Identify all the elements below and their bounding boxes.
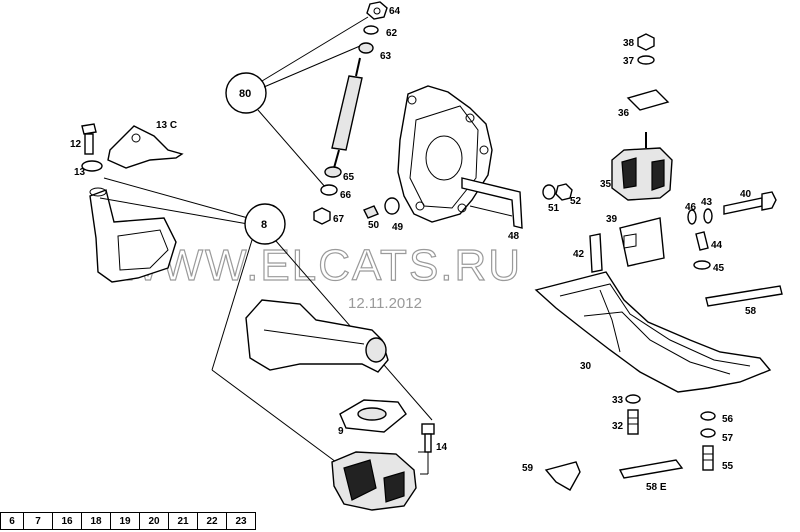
washer-46 <box>687 209 697 225</box>
plate-42 <box>589 233 603 273</box>
label-13: 13 <box>74 167 86 178</box>
nut-64 <box>366 1 388 20</box>
label-42: 42 <box>573 249 585 260</box>
label-52: 52 <box>570 196 582 207</box>
nut-67 <box>313 207 331 225</box>
label-44: 44 <box>711 240 723 251</box>
strip-58 <box>705 285 783 307</box>
label-51: 51 <box>548 203 560 214</box>
label-66: 66 <box>340 190 352 201</box>
lower-bolts-group: 33 32 56 57 55 59 58 E <box>522 394 734 493</box>
plate-58e <box>618 459 684 479</box>
label-30: 30 <box>580 361 592 372</box>
label-48: 48 <box>508 231 520 242</box>
rear-mount-group: 38 37 36 35 40 46 43 39 42 44 45 58 <box>573 33 783 317</box>
crossmember-30: 30 <box>534 271 772 393</box>
watermark-text: WWW.ELCATS.RU <box>118 241 522 290</box>
nut-38 <box>637 33 655 51</box>
tab-2[interactable]: 16 <box>52 512 82 530</box>
label-59: 59 <box>522 463 534 474</box>
label-32: 32 <box>612 421 624 432</box>
tab-3[interactable]: 18 <box>81 512 111 530</box>
bolt-14 <box>421 423 435 435</box>
bolt-55 <box>702 445 714 471</box>
washer-57 <box>700 428 716 438</box>
label-12: 12 <box>70 139 82 150</box>
label-9: 9 <box>338 426 344 437</box>
label-56: 56 <box>722 414 734 425</box>
bushing-50 <box>363 205 379 219</box>
plate-36 <box>626 89 670 111</box>
callout-80: 80 <box>239 88 251 100</box>
shock-absorber-group: 80 64 62 63 65 66 67 <box>225 1 401 225</box>
label-58e: 58 E <box>646 482 667 493</box>
label-58: 58 <box>745 306 757 317</box>
label-39: 39 <box>606 214 618 225</box>
tab-6[interactable]: 21 <box>168 512 198 530</box>
front-mount-group: 12 13 13 C 8 9 14 <box>70 120 448 511</box>
bracket-48 <box>461 177 523 229</box>
label-14: 14 <box>436 442 448 453</box>
label-13c: 13 C <box>156 120 177 131</box>
label-45: 45 <box>713 263 725 274</box>
transmission-housing: 48 51 52 50 49 <box>363 85 582 242</box>
tab-7[interactable]: 22 <box>197 512 227 530</box>
label-50: 50 <box>368 220 380 231</box>
label-37: 37 <box>623 56 635 67</box>
washer-13 <box>81 160 103 172</box>
label-36: 36 <box>618 108 630 119</box>
washer-33 <box>625 394 641 404</box>
tab-1[interactable]: 7 <box>23 512 53 530</box>
bushing-65 <box>324 166 342 178</box>
engine-bracket <box>89 189 177 283</box>
nut-52 <box>555 183 573 201</box>
label-40: 40 <box>740 189 752 200</box>
washer-66 <box>320 184 338 196</box>
washer-37 <box>637 55 655 65</box>
bolt-32 <box>627 409 639 435</box>
bolt-44 <box>695 231 709 251</box>
bolt-40 <box>723 197 763 215</box>
washer-43 <box>703 208 713 224</box>
label-57: 57 <box>722 433 734 444</box>
label-62: 62 <box>386 28 398 39</box>
label-63: 63 <box>380 51 392 62</box>
page-tabs: 6 7 16 18 19 20 21 22 23 <box>0 512 256 530</box>
label-49: 49 <box>392 222 404 233</box>
bushing-63 <box>358 42 374 54</box>
callout-circle-8[interactable] <box>244 203 286 245</box>
label-43: 43 <box>701 197 713 208</box>
label-38: 38 <box>623 38 635 49</box>
label-46: 46 <box>685 202 697 213</box>
watermark-date: 12.11.2012 <box>348 295 422 312</box>
callout-8: 8 <box>261 219 267 231</box>
tab-4[interactable]: 19 <box>110 512 140 530</box>
shock-absorber <box>331 75 363 151</box>
label-64: 64 <box>389 6 401 17</box>
label-55: 55 <box>722 461 734 472</box>
washer-62 <box>363 25 379 35</box>
label-33: 33 <box>612 395 624 406</box>
washer-51 <box>542 184 556 200</box>
callout-circle-80[interactable] <box>225 72 267 114</box>
washer-49 <box>384 197 400 215</box>
bracket-13c <box>107 125 184 169</box>
label-35: 35 <box>600 179 612 190</box>
washer-56 <box>700 411 716 421</box>
washer-45 <box>693 260 711 270</box>
tab-5[interactable]: 20 <box>139 512 169 530</box>
engine-support-arm <box>245 299 389 373</box>
tab-8[interactable]: 23 <box>226 512 256 530</box>
bracket-39 <box>619 217 665 267</box>
bolt-12 <box>84 133 94 155</box>
clip-59 <box>544 461 581 491</box>
label-65: 65 <box>343 172 355 183</box>
tab-0[interactable]: 6 <box>0 512 24 530</box>
label-67: 67 <box>333 214 345 225</box>
